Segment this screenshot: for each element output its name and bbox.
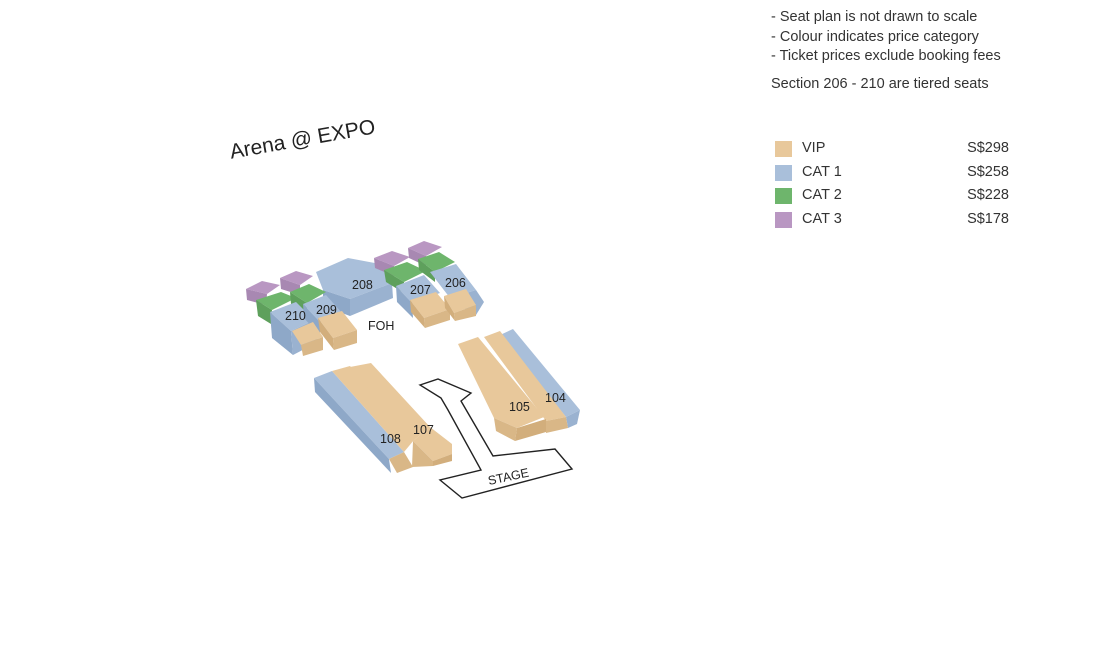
legend-price: S$298 — [967, 140, 1009, 156]
section-107[interactable] — [350, 363, 452, 467]
cat3-swatch — [775, 211, 792, 228]
label-107: 107 — [413, 423, 434, 437]
label-207: 207 — [410, 283, 431, 297]
stage — [418, 378, 574, 499]
label-foh: FOH — [368, 319, 394, 333]
legend-name: CAT 1 — [802, 163, 842, 180]
seat-plan-notes: - Seat plan is not drawn to scale - Colo… — [771, 8, 1001, 67]
label-210: 210 — [285, 309, 306, 323]
section-210-vip[interactable] — [292, 322, 323, 356]
note-colour: - Colour indicates price category — [771, 28, 979, 45]
legend-row-vip: VIP S$298 — [775, 140, 1015, 164]
legend-price: S$178 — [967, 210, 1009, 227]
legend-row-cat2: CAT 2 S$228 — [775, 187, 1015, 211]
legend-name: CAT 2 — [802, 187, 842, 203]
section-206-vip[interactable] — [444, 289, 476, 321]
cat1-swatch — [775, 164, 792, 181]
note-fees: - Ticket prices exclude booking fees — [771, 48, 1001, 64]
label-209: 209 — [316, 303, 337, 317]
note-scale: - Seat plan is not drawn to scale — [771, 9, 978, 25]
section-208[interactable] — [316, 258, 393, 316]
label-208: 208 — [352, 278, 373, 292]
section-207-vip[interactable] — [410, 292, 450, 328]
legend-price: S$228 — [967, 187, 1009, 203]
tiered-seats-note: Section 206 - 210 are tiered seats — [771, 76, 989, 92]
cat2-swatch — [775, 188, 792, 204]
section-210-cat2[interactable] — [256, 284, 326, 324]
legend-price: S$258 — [967, 163, 1009, 180]
label-105: 105 — [509, 400, 530, 414]
section-108[interactable] — [314, 366, 414, 473]
legend-name: CAT 3 — [802, 210, 842, 227]
section-105[interactable] — [458, 337, 546, 441]
legend-row-cat1: CAT 1 S$258 — [775, 164, 1015, 188]
section-209-vip[interactable] — [318, 311, 357, 350]
section-104[interactable] — [484, 329, 580, 433]
price-legend: VIP S$298 CAT 1 S$258 CAT 2 S$228 CAT 3 … — [775, 140, 1015, 234]
vip-swatch — [775, 141, 792, 157]
legend-row-cat3: CAT 3 S$178 — [775, 211, 1015, 235]
label-104: 104 — [545, 391, 566, 405]
legend-name: VIP — [802, 140, 826, 156]
label-206: 206 — [445, 276, 466, 290]
label-108: 108 — [380, 432, 401, 446]
